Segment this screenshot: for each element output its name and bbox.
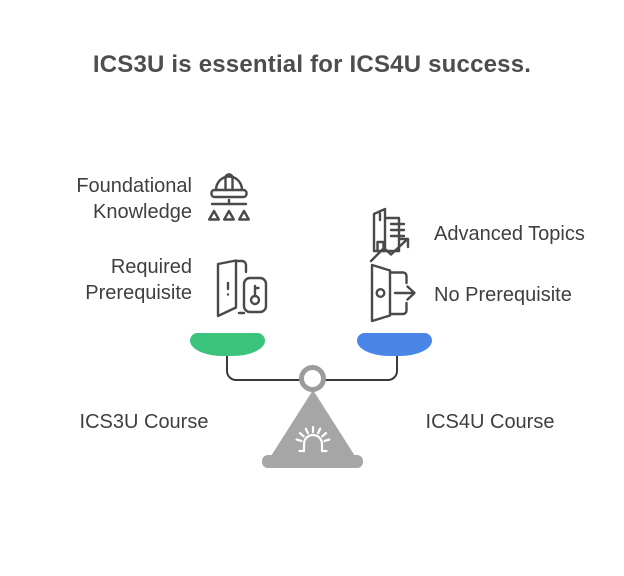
required-prerequisite-label: Required Prerequisite (85, 256, 192, 304)
advanced-topics-label: Advanced Topics (434, 223, 585, 245)
foundational-knowledge-label: Foundational Knowledge (76, 175, 192, 223)
scale-pan-right (357, 333, 432, 356)
course-label-ics3u: ICS3U Course (79, 411, 209, 433)
building-growth-icon (364, 204, 426, 266)
door-key-icon (206, 256, 268, 318)
page-title: ICS3U is essential for ICS4U success. (92, 51, 532, 78)
scale-pivot-ring (299, 365, 326, 392)
no-prerequisite-label: No Prerequisite (434, 284, 572, 306)
beacon-light-icon (285, 419, 341, 460)
scale-pedestal-base (262, 455, 363, 468)
course-label-ics4u: ICS4U Course (425, 411, 555, 433)
door-exit-arrow-icon (364, 262, 420, 322)
scale-pan-left (190, 333, 265, 356)
hard-hat-foundation-icon (204, 170, 254, 224)
